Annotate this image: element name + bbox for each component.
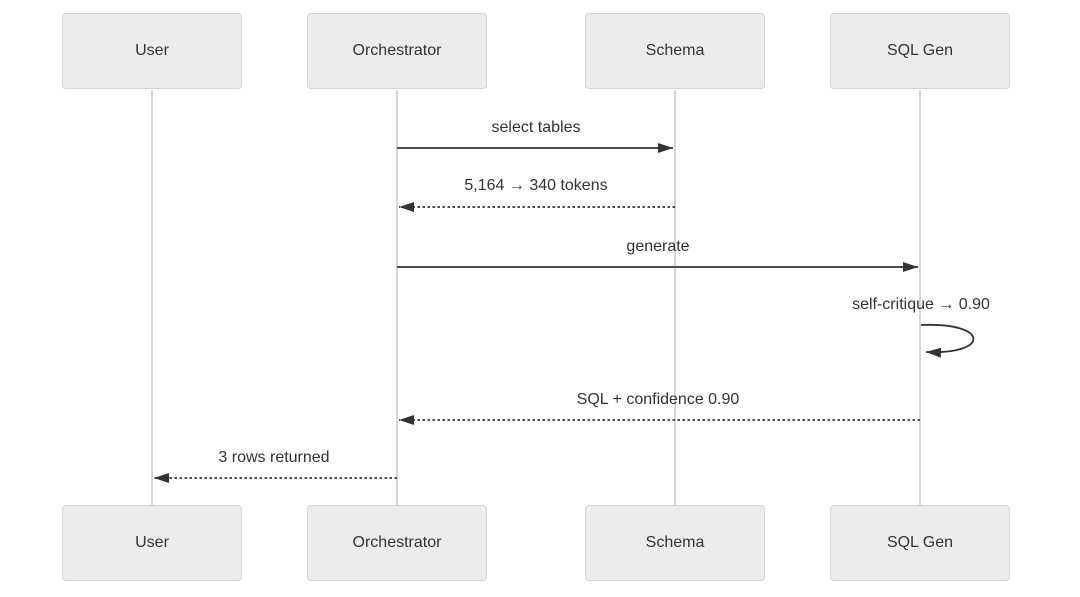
message-label-generate: generate xyxy=(626,238,690,255)
actor-top-schema: Schema xyxy=(585,13,765,89)
actor-top-orchestrator: Orchestrator xyxy=(307,13,487,89)
actor-bottom-schema: Schema xyxy=(585,505,765,581)
message-label-tokens: 5,164 → 340 tokens xyxy=(464,177,608,194)
message-label-sql-confidence: SQL + confidence 0.90 xyxy=(576,391,740,408)
message-label-select-tables: select tables xyxy=(491,119,581,136)
message-label-rows-returned: 3 rows returned xyxy=(218,449,330,466)
actor-bottom-orchestrator: Orchestrator xyxy=(307,505,487,581)
actor-bottom-sqlgen: SQL Gen xyxy=(830,505,1010,581)
message-label-self-critique: self-critique → 0.90 xyxy=(852,296,990,313)
actor-bottom-user: User xyxy=(62,505,242,581)
actor-top-user: User xyxy=(62,13,242,89)
arrow-self-critique-loop xyxy=(920,324,975,358)
actor-top-sqlgen: SQL Gen xyxy=(830,13,1010,89)
